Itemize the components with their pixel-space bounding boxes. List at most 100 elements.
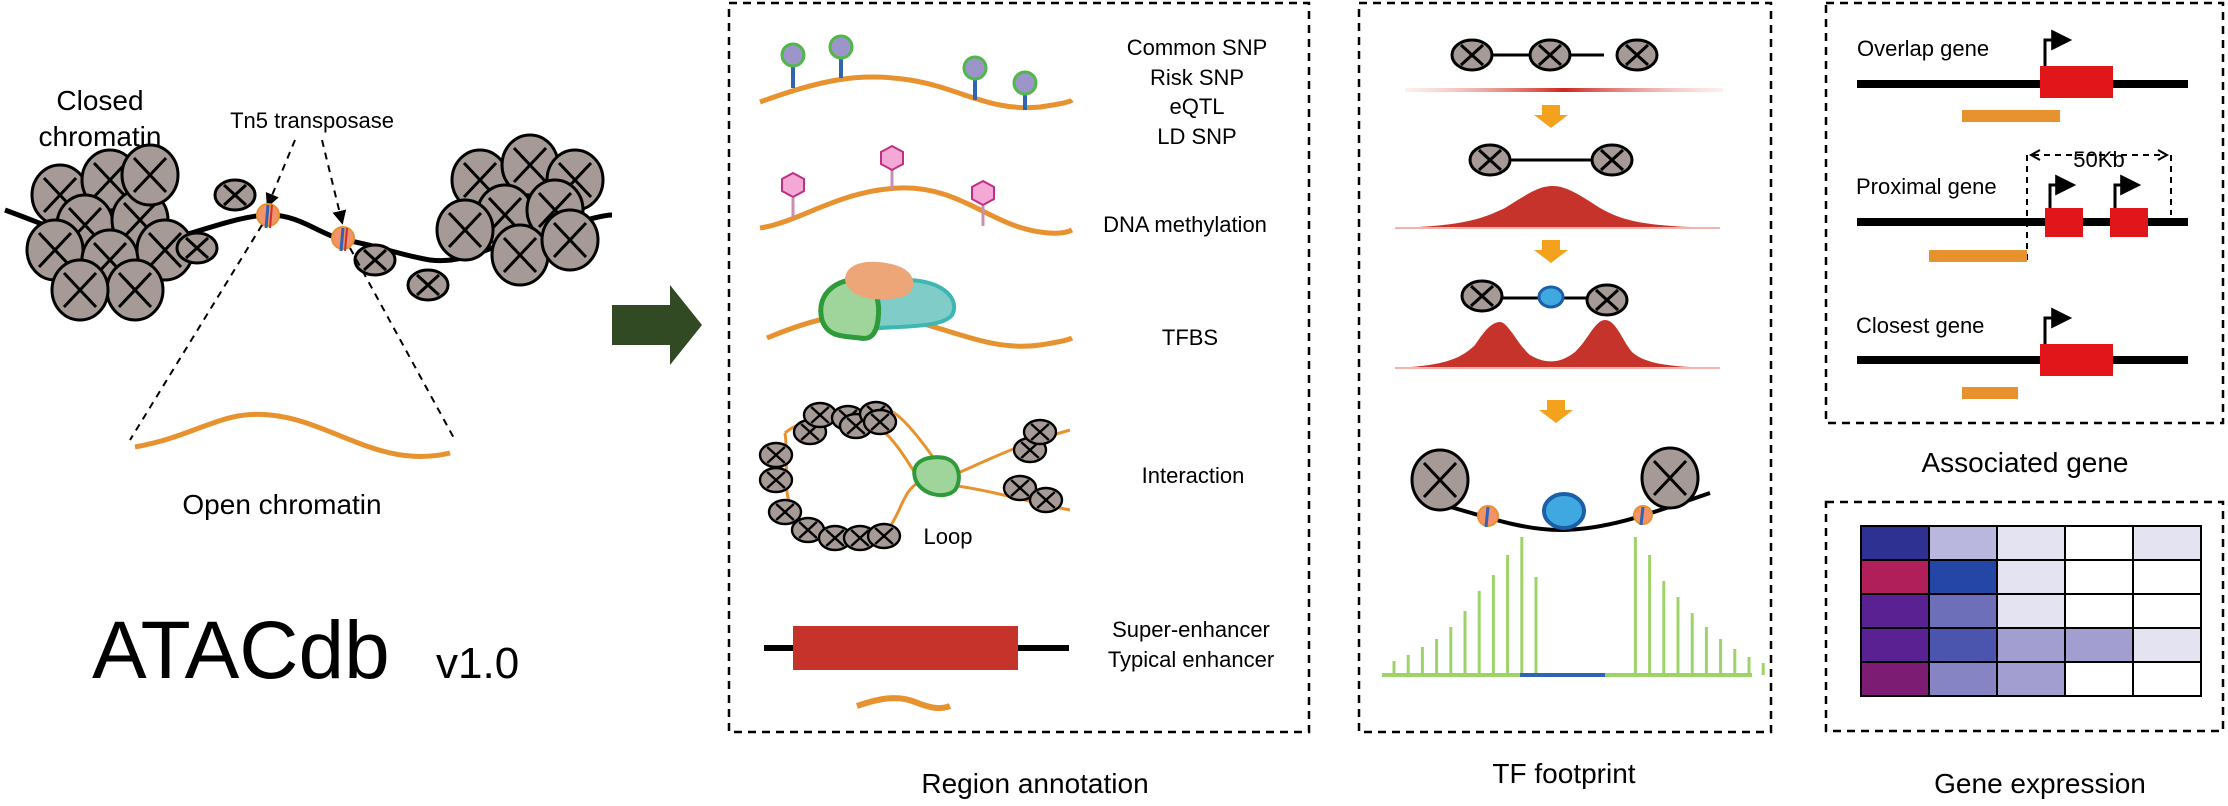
region-annotation-caption: Region annotation	[921, 768, 1148, 799]
down-arrow-icon	[1539, 400, 1573, 423]
gene-expression-box	[1824, 500, 2225, 733]
heatmap-cell	[2064, 559, 2134, 595]
heatmap-cell	[2132, 627, 2202, 663]
heatmap-cell	[1928, 525, 1998, 561]
peak-region-icon	[1962, 110, 2060, 122]
nucleosome-icon	[1615, 38, 1659, 72]
accessibility-peak	[1395, 186, 1718, 228]
tf-footprint-caption: TF footprint	[1492, 758, 1635, 789]
heatmap-cell	[1996, 593, 2066, 629]
nucleosome-icon	[175, 231, 219, 265]
peak-region-icon	[1962, 387, 2018, 399]
tss-arrow-icon	[2043, 29, 2073, 66]
snp-pin-icon	[962, 55, 988, 100]
associated-gene-caption: Associated gene	[1921, 447, 2128, 478]
tss-arrow-icon	[2048, 174, 2077, 208]
zoom-line-right	[349, 247, 456, 441]
nucleosome-icon	[1460, 279, 1504, 313]
nucleosome-icon	[1640, 446, 1700, 510]
heatmap-cell	[1996, 627, 2066, 663]
enhancer-block-icon	[793, 626, 1018, 670]
nucleosome-icon	[1410, 448, 1470, 512]
tf-footprint-box	[1357, 1, 1773, 734]
overlap-gene-label: Overlap gene	[1857, 36, 1989, 61]
nucleosome-icon	[353, 243, 397, 277]
nucleosome-icon	[1585, 283, 1629, 317]
associated-gene-box	[1824, 1, 2225, 425]
super-enhancer-label: Super-enhancer	[1112, 617, 1270, 642]
snp-label-eqtl: eQTL	[1169, 94, 1224, 119]
atac-section: Closed chromatin Tn5 transposase	[4, 85, 613, 696]
tf-protein-icon	[1542, 492, 1586, 530]
heatmap-cell	[1860, 525, 1930, 561]
open-chromatin-label: Open chromatin	[182, 489, 381, 520]
chromatin-loop-icon	[758, 400, 1071, 552]
tss-arrow-icon	[2043, 307, 2073, 344]
down-arrow-icon	[1534, 240, 1568, 263]
tfbs-label: TFBS	[1162, 325, 1218, 350]
heatmap-cell	[1860, 559, 1930, 595]
down-arrow-icon	[1534, 105, 1568, 128]
closed-chromatin-label-1: Closed	[56, 85, 143, 116]
interaction-label: Interaction	[1142, 463, 1245, 488]
nucleosome-icon	[1450, 38, 1494, 72]
heatmap-cell	[1860, 593, 1930, 629]
gene-block-icon	[2040, 66, 2113, 98]
gene-block-icon	[2040, 344, 2113, 376]
heatmap-cell	[1996, 559, 2066, 595]
zoom-line-left	[129, 224, 263, 441]
snp-label-ld: LD SNP	[1157, 124, 1236, 149]
heatmap-cell	[2064, 627, 2134, 663]
nucleosome-icon	[213, 178, 257, 212]
flow-arrow-icon	[612, 285, 702, 365]
nucleosome-icon	[1528, 38, 1572, 72]
heatmap-cell	[1860, 627, 1930, 663]
closed-nucleosome-cluster-right	[435, 133, 605, 287]
atacdb-version: v1.0	[436, 639, 519, 688]
open-chromatin-strand	[134, 411, 451, 459]
heatmap-cell	[1996, 525, 2066, 561]
heatmap-cell	[2132, 525, 2202, 561]
closest-gene-label: Closest gene	[1856, 313, 1984, 338]
snp-label-common: Common SNP	[1127, 35, 1268, 60]
atacdb-title: ATACdb	[92, 605, 390, 696]
heatmap-cell	[2132, 661, 2202, 697]
nucleosome-icon	[406, 268, 450, 302]
peak-region-icon	[1929, 250, 2027, 262]
heatmap-cell	[1860, 661, 1930, 697]
methylation-mark-icon	[880, 144, 904, 190]
signal-baseline	[1405, 88, 1723, 92]
heatmap-cell	[2064, 661, 2134, 697]
heatmap-cell	[2064, 593, 2134, 629]
footprint-peaks	[1395, 320, 1720, 368]
tss-arrow-icon	[2113, 174, 2142, 208]
tf-protein-icon	[1537, 285, 1565, 309]
distance-label: 50Kb	[2073, 147, 2124, 172]
gene-expression-panel	[1824, 500, 2225, 733]
gene-expression-caption: Gene expression	[1934, 768, 2146, 799]
heatmap-cell	[2132, 559, 2202, 595]
gene-block-icon	[2045, 208, 2083, 237]
nucleosome-icon	[1468, 143, 1512, 177]
heatmap-cell	[2064, 525, 2134, 561]
tf-protein-icon	[845, 261, 914, 300]
methylation-mark-icon	[971, 179, 995, 226]
methylation-mark-icon	[781, 171, 805, 218]
heatmap-cell	[2132, 593, 2202, 629]
tn5-transposase-label: Tn5 transposase	[230, 108, 394, 133]
footprint-cut-bars	[1392, 537, 1765, 675]
nucleosome-icon	[1590, 143, 1634, 177]
associated-gene-panel: Overlap gene Proximal gene 50Kb Closest …	[1824, 1, 2225, 425]
heatmap-cell	[1928, 661, 1998, 697]
heatmap-cell	[1928, 559, 1998, 595]
typical-enhancer-label: Typical enhancer	[1108, 647, 1274, 672]
tn5-arrow-left	[265, 139, 296, 208]
gene-block-icon	[2110, 208, 2148, 237]
dna-methylation-label: DNA methylation	[1103, 212, 1267, 237]
tf-footprint-panel	[1357, 1, 1773, 734]
loop-label: Loop	[924, 524, 973, 549]
heatmap-cell	[1928, 627, 1998, 663]
snp-pin-icon	[828, 34, 854, 78]
snp-pin-icon	[780, 42, 806, 88]
